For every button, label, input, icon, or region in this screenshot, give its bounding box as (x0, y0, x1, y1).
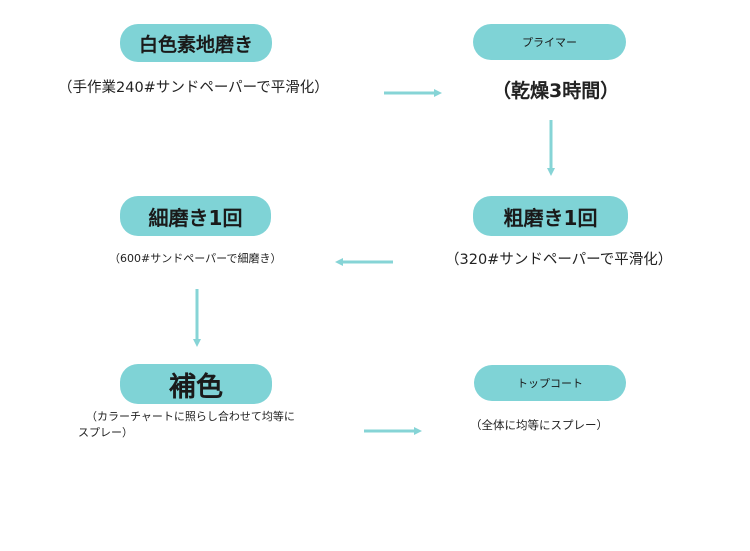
step-top-coat-title: トップコート (517, 377, 583, 390)
arrow-down-step2-to-step3 (547, 120, 555, 176)
step-fine-sanding-title: 細磨き1回 (148, 205, 243, 230)
arrow-right-step1-to-step2 (384, 89, 442, 97)
step-top-coat-pill: トップコート (474, 365, 626, 401)
step-white-base-sanding-desc: （手作業240#サンドペーパーで平滑化） (58, 80, 329, 96)
arrow-down-step4-to-step5 (193, 289, 201, 347)
step-fine-sanding-pill: 細磨き1回 (120, 196, 271, 236)
step-fine-sanding-desc: （600#サンドペーパーで細磨き） (109, 252, 282, 265)
step-white-base-sanding-pill: 白色素地磨き (120, 24, 272, 62)
step-top-coat-desc: （全体に均等にスプレー） (470, 418, 608, 432)
step-primer-title: プライマー (522, 36, 577, 49)
step-rough-sanding-title: 粗磨き1回 (503, 205, 598, 230)
step-touch-up-color-title: 補色 (169, 371, 223, 403)
step-touch-up-color-pill: 補色 (120, 364, 272, 404)
step-white-base-sanding-title: 白色素地磨き (138, 33, 253, 56)
step-rough-sanding-desc: （320#サンドペーパーで平滑化） (445, 252, 673, 268)
step-touch-up-color-desc-line1: （カラーチャートに照らし合わせて均等に (86, 410, 295, 423)
step-primer-pill: プライマー (473, 24, 626, 60)
arrow-left-step3-to-step4 (335, 258, 393, 266)
step-rough-sanding-pill: 粗磨き1回 (473, 196, 628, 236)
step-primer-desc: （乾燥3時間） (492, 80, 620, 102)
arrow-right-step5-to-step6 (364, 427, 422, 435)
step-touch-up-color-desc-line2: スプレー） (78, 426, 133, 439)
